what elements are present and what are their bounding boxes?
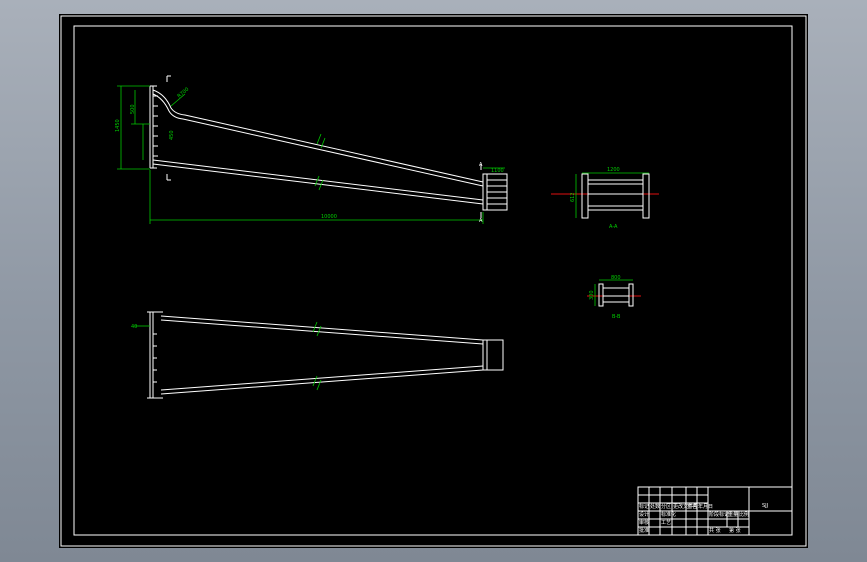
title-block <box>637 486 793 536</box>
tb-cell-8: 阶段标记 <box>709 511 729 518</box>
cut-mark-top: A <box>479 162 483 168</box>
outer-border <box>60 15 807 547</box>
plan-dim-left-text: 40 <box>131 324 137 330</box>
tb-cell-3: 更改文件号 <box>673 503 698 510</box>
tb-cell-12: 工艺 <box>661 520 671 526</box>
section-b-height-text: 300 <box>589 290 595 300</box>
tb-cell-10: 比例 <box>739 511 749 518</box>
tb-cell-13: 批准 <box>639 527 649 534</box>
tb-cell-0: 标记 <box>639 503 649 510</box>
cut-mark-bottom: A <box>479 218 483 224</box>
section-a-view <box>551 172 659 219</box>
section-a-label: A-A <box>609 224 618 230</box>
tb-cell-14: 共 张 <box>709 527 721 534</box>
drawing-sheet: 1450 500 450 R700 10000 1100 A A 1200 61… <box>59 14 808 548</box>
plan-view <box>135 311 504 399</box>
tb-cell-6: 设计 <box>639 511 649 518</box>
elevation-view <box>117 75 508 224</box>
cad-canvas: 1450 500 450 R700 10000 1100 A A 1200 61… <box>60 15 807 547</box>
tb-cell-2: 分区 <box>661 503 671 510</box>
tb-cell-9: 重量 <box>728 511 738 518</box>
inner-border <box>73 25 793 536</box>
tb-cell-11: 审核 <box>639 519 649 526</box>
tb-cell-5: 年月日 <box>698 503 713 510</box>
dim-lower-text: 450 <box>169 130 175 140</box>
section-a-height-text: 612 <box>570 192 576 202</box>
section-a-width-text: 1200 <box>607 167 620 173</box>
tb-cell-1: 处数 <box>650 503 660 510</box>
section-b-view <box>587 279 641 307</box>
dim-end-text: 1100 <box>491 168 504 174</box>
dim-radius-text: R700 <box>176 87 190 100</box>
tb-cell-7: 标准化 <box>661 511 676 518</box>
tb-cell-4: 签名 <box>687 503 697 510</box>
dim-upper-text: 500 <box>130 104 136 114</box>
tb-cell-15: 第 张 <box>729 527 741 534</box>
title-block-name: SJJ <box>762 503 768 509</box>
section-b-width-text: 800 <box>611 275 621 281</box>
dim-length-text: 10000 <box>321 214 337 220</box>
section-b-label: B-B <box>612 314 621 320</box>
dim-height-text: 1450 <box>115 119 121 132</box>
